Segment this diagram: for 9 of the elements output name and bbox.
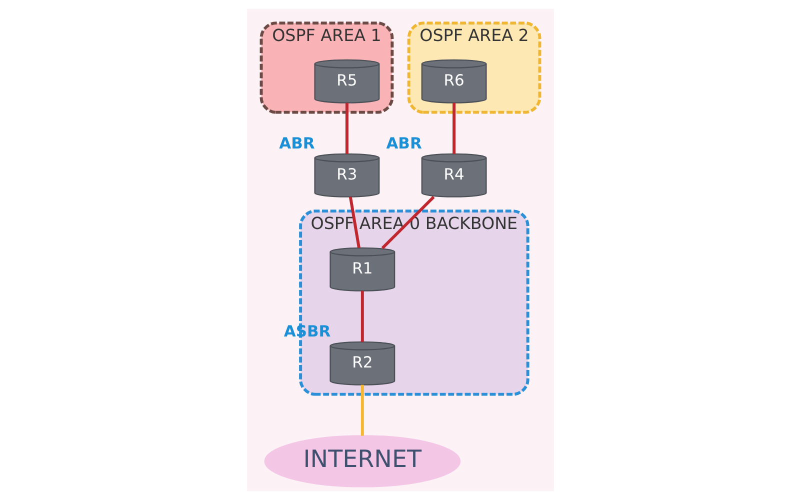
connector (360, 384, 364, 436)
connector (452, 102, 456, 154)
node-label: ABR (278, 134, 314, 152)
connector (360, 290, 364, 342)
node-label: ABR (386, 134, 422, 152)
node-label: ASBR (283, 322, 330, 340)
connector (344, 102, 348, 154)
connector (380, 196, 434, 250)
node-ellipse: INTERNET (264, 435, 460, 488)
